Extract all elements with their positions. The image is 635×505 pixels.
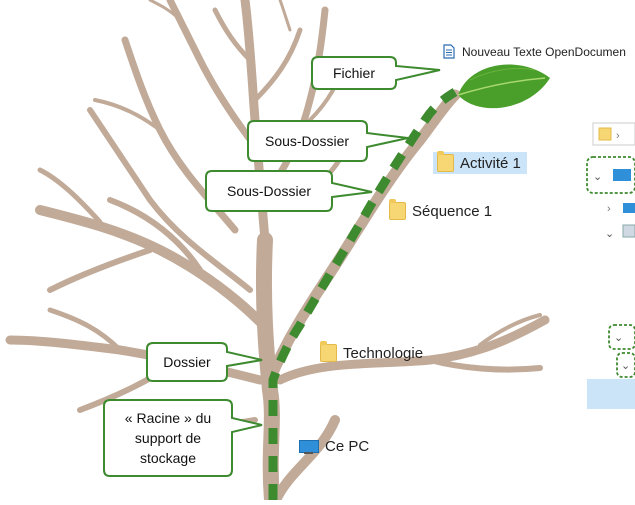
pc-icon <box>299 439 319 454</box>
svg-text:›: › <box>607 203 611 215</box>
document-icon <box>443 44 456 60</box>
file-label[interactable]: Nouveau Texte OpenDocumen <box>443 44 626 60</box>
callout-sous-dossier-1: Sous-Dossier <box>247 120 409 162</box>
folder-sequence[interactable]: Séquence 1 <box>389 199 493 220</box>
folder-icon <box>320 341 337 362</box>
callout-racine-line1: « Racine » du <box>125 410 211 426</box>
callout-sous-dossier-2-text: Sous-Dossier <box>227 183 311 199</box>
callout-dossier: Dossier <box>146 342 263 382</box>
callout-sous-dossier-1-text: Sous-Dossier <box>265 133 349 149</box>
explorer-panel-cropped: › ⌄ › ⌄ ⌄ ⌄ <box>583 117 635 412</box>
svg-text:⌄: ⌄ <box>614 332 623 344</box>
callout-racine-line2: support de <box>135 430 201 446</box>
tree-branches <box>5 0 550 505</box>
folder-technologie[interactable]: Technologie <box>320 341 424 362</box>
leaf <box>457 64 550 109</box>
folder-activite-label: Activité 1 <box>460 154 521 172</box>
svg-text:›: › <box>616 130 620 142</box>
file-name: Nouveau Texte OpenDocumen <box>462 45 626 59</box>
path-dashed-line <box>268 88 458 500</box>
folder-activite[interactable]: Activité 1 <box>433 151 527 174</box>
callout-dossier-text: Dossier <box>163 354 211 370</box>
svg-text:⌄: ⌄ <box>605 228 614 240</box>
svg-text:⌄: ⌄ <box>621 360 630 372</box>
callout-racine-line3: stockage <box>140 450 196 466</box>
folder-sequence-label: Séquence 1 <box>412 202 493 220</box>
callout-fichier-text: Fichier <box>333 65 375 81</box>
folder-technologie-label: Technologie <box>343 344 424 362</box>
callout-fichier: Fichier <box>311 56 441 90</box>
folder-icon <box>389 199 406 220</box>
ce-pc-label: Ce PC <box>325 438 370 455</box>
callout-sous-dossier-2: Sous-Dossier <box>205 170 373 212</box>
ce-pc[interactable]: Ce PC <box>299 438 369 455</box>
folder-icon <box>437 151 454 172</box>
callout-racine: « Racine » du support de stockage <box>103 399 263 477</box>
svg-text:⌄: ⌄ <box>593 171 602 183</box>
